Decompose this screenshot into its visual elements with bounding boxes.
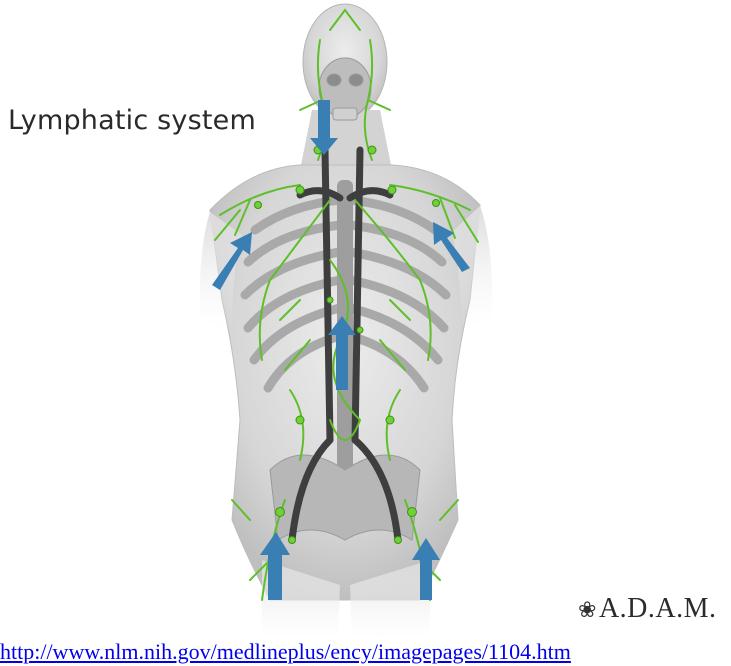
adam-logo: ❀A.D.A.M.: [578, 593, 717, 625]
adam-flower-icon: ❀: [578, 597, 597, 622]
lymphatic-anatomy-illustration: [0, 0, 731, 640]
diagram-title: Lymphatic system: [8, 105, 256, 136]
source-link[interactable]: http://www.nlm.nih.gov/medlineplus/ency/…: [0, 639, 571, 665]
logo-text: A.D.A.M.: [599, 593, 717, 624]
